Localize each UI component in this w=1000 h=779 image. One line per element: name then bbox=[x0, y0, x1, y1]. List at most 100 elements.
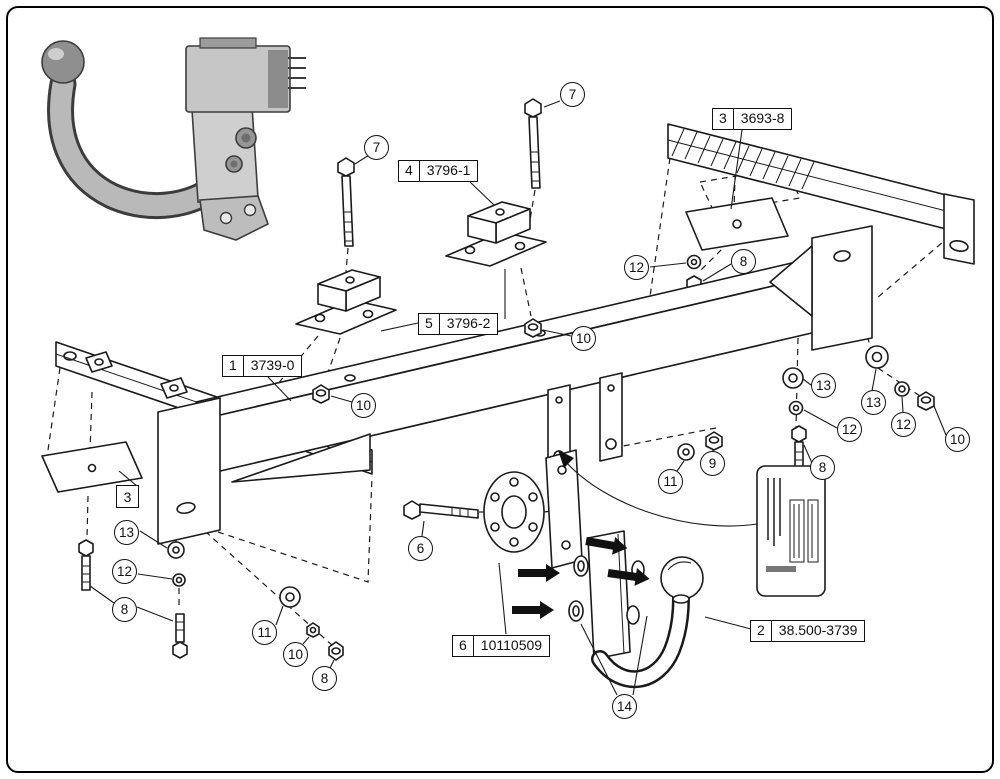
callout-13-far: 13 bbox=[861, 390, 886, 415]
bolt-head-icon bbox=[791, 425, 807, 443]
rail-end-bracket bbox=[943, 193, 975, 265]
callout-7-lower: 7 bbox=[364, 135, 389, 160]
bottom-hardware-cluster bbox=[279, 586, 344, 661]
callout-14: 14 bbox=[612, 694, 637, 719]
callout-11-bottom: 11 bbox=[252, 620, 277, 645]
washer-icon bbox=[782, 367, 804, 389]
part-label-3: 3 3693-8 bbox=[712, 108, 793, 130]
bracket-3796-1 bbox=[445, 201, 547, 267]
part-number: 5 bbox=[419, 314, 440, 334]
right-fastener-column bbox=[782, 367, 807, 471]
receiver-flange-assembly bbox=[403, 449, 583, 569]
right-gusset bbox=[769, 245, 813, 317]
detachable-towball bbox=[512, 530, 704, 689]
bolt-head-icon bbox=[172, 641, 188, 659]
type-plate bbox=[558, 450, 826, 597]
towball-ball bbox=[660, 556, 704, 600]
part-label-1: 1 3739-0 bbox=[222, 355, 303, 377]
flange-nuts bbox=[312, 318, 542, 404]
nut-icon bbox=[705, 431, 723, 451]
ball-highlight bbox=[48, 48, 64, 60]
hatching bbox=[671, 128, 815, 190]
part-code: 3739-0 bbox=[250, 357, 295, 373]
spring-washer-icon bbox=[894, 381, 910, 397]
long-bolts bbox=[337, 98, 542, 247]
part-number: 4 bbox=[399, 161, 420, 181]
crossbar-beam bbox=[157, 225, 873, 545]
callout-10-bottom: 10 bbox=[283, 642, 308, 667]
towball-ball bbox=[41, 40, 85, 84]
left-end-plate bbox=[157, 397, 221, 545]
callout-10-far: 10 bbox=[945, 427, 970, 452]
callout-10-left: 10 bbox=[351, 393, 376, 418]
bolt-head-icon bbox=[524, 98, 542, 118]
spring-washer-icon bbox=[686, 254, 702, 270]
bush-icon bbox=[573, 555, 589, 577]
callout-12-top: 12 bbox=[624, 255, 649, 280]
part-label-6: 6 10110509 bbox=[452, 635, 551, 657]
direction-arrow bbox=[585, 536, 628, 555]
callout-12-far: 12 bbox=[891, 412, 916, 437]
spring-washer-icon bbox=[172, 573, 186, 587]
washer-icon bbox=[279, 586, 301, 608]
part-code: 3796-2 bbox=[446, 315, 491, 331]
callout-13-left: 13 bbox=[114, 520, 139, 545]
part-number: 2 bbox=[751, 621, 772, 641]
part-code: 10110509 bbox=[480, 637, 543, 653]
callout-11-mid: 11 bbox=[658, 469, 683, 494]
direction-arrow bbox=[512, 601, 554, 619]
part-number: 1 bbox=[223, 356, 244, 376]
part-number: 6 bbox=[453, 636, 474, 656]
nut-icon bbox=[917, 391, 935, 411]
part-number: 3 bbox=[713, 109, 734, 129]
part-label-5: 5 3796-2 bbox=[418, 313, 499, 335]
bolt-head-icon bbox=[337, 157, 355, 177]
diagram-border bbox=[6, 6, 994, 773]
callout-9: 9 bbox=[700, 451, 725, 476]
washer-icon bbox=[167, 541, 185, 559]
swan-neck bbox=[593, 591, 688, 686]
callout-6: 6 bbox=[408, 536, 433, 561]
washer-icon bbox=[865, 345, 889, 369]
bush-icon bbox=[568, 600, 584, 622]
mid-hardware bbox=[677, 431, 723, 461]
part-label-4: 4 3796-1 bbox=[398, 160, 479, 182]
pointer-arrowhead bbox=[558, 450, 574, 468]
part-code: 3796-1 bbox=[426, 162, 471, 178]
bracket-3796-2 bbox=[295, 269, 397, 335]
assembled-towball-illustration bbox=[41, 37, 306, 241]
mount-plate bbox=[191, 105, 259, 203]
right-end-plate bbox=[811, 225, 873, 351]
callout-8-left: 8 bbox=[112, 597, 137, 622]
socket-box-band bbox=[268, 50, 288, 108]
side-rail-right bbox=[667, 123, 975, 265]
part-code: 38.500-3739 bbox=[778, 622, 858, 638]
spacer-plate-left bbox=[41, 441, 188, 659]
leader-lines bbox=[89, 100, 947, 696]
callout-7-upper: 7 bbox=[560, 82, 585, 107]
swan-neck bbox=[50, 73, 219, 216]
callout-10-mid: 10 bbox=[571, 326, 596, 351]
socket-box-top bbox=[199, 37, 257, 49]
callout-12-right: 12 bbox=[837, 417, 862, 442]
hanger-tab bbox=[599, 372, 623, 462]
direction-arrow bbox=[607, 567, 650, 586]
direction-arrow bbox=[518, 564, 560, 582]
callout-13-right: 13 bbox=[811, 373, 836, 398]
nut-icon bbox=[312, 384, 330, 404]
spring-washer-icon bbox=[788, 400, 804, 416]
callout-8-top: 8 bbox=[731, 249, 756, 274]
part-label-2: 2 38.500-3739 bbox=[750, 620, 866, 642]
part-label-3-left: 3 bbox=[116, 485, 139, 508]
callout-8-bottom: 8 bbox=[312, 666, 337, 691]
callout-8-right: 8 bbox=[810, 455, 835, 480]
bolt-head-icon bbox=[78, 539, 94, 557]
lower-bracket bbox=[199, 195, 269, 241]
left-gusset bbox=[231, 433, 371, 483]
nut-icon bbox=[306, 622, 320, 638]
nut-icon bbox=[524, 318, 542, 338]
bolt-head-icon bbox=[328, 641, 344, 661]
washer-icon bbox=[677, 443, 695, 461]
